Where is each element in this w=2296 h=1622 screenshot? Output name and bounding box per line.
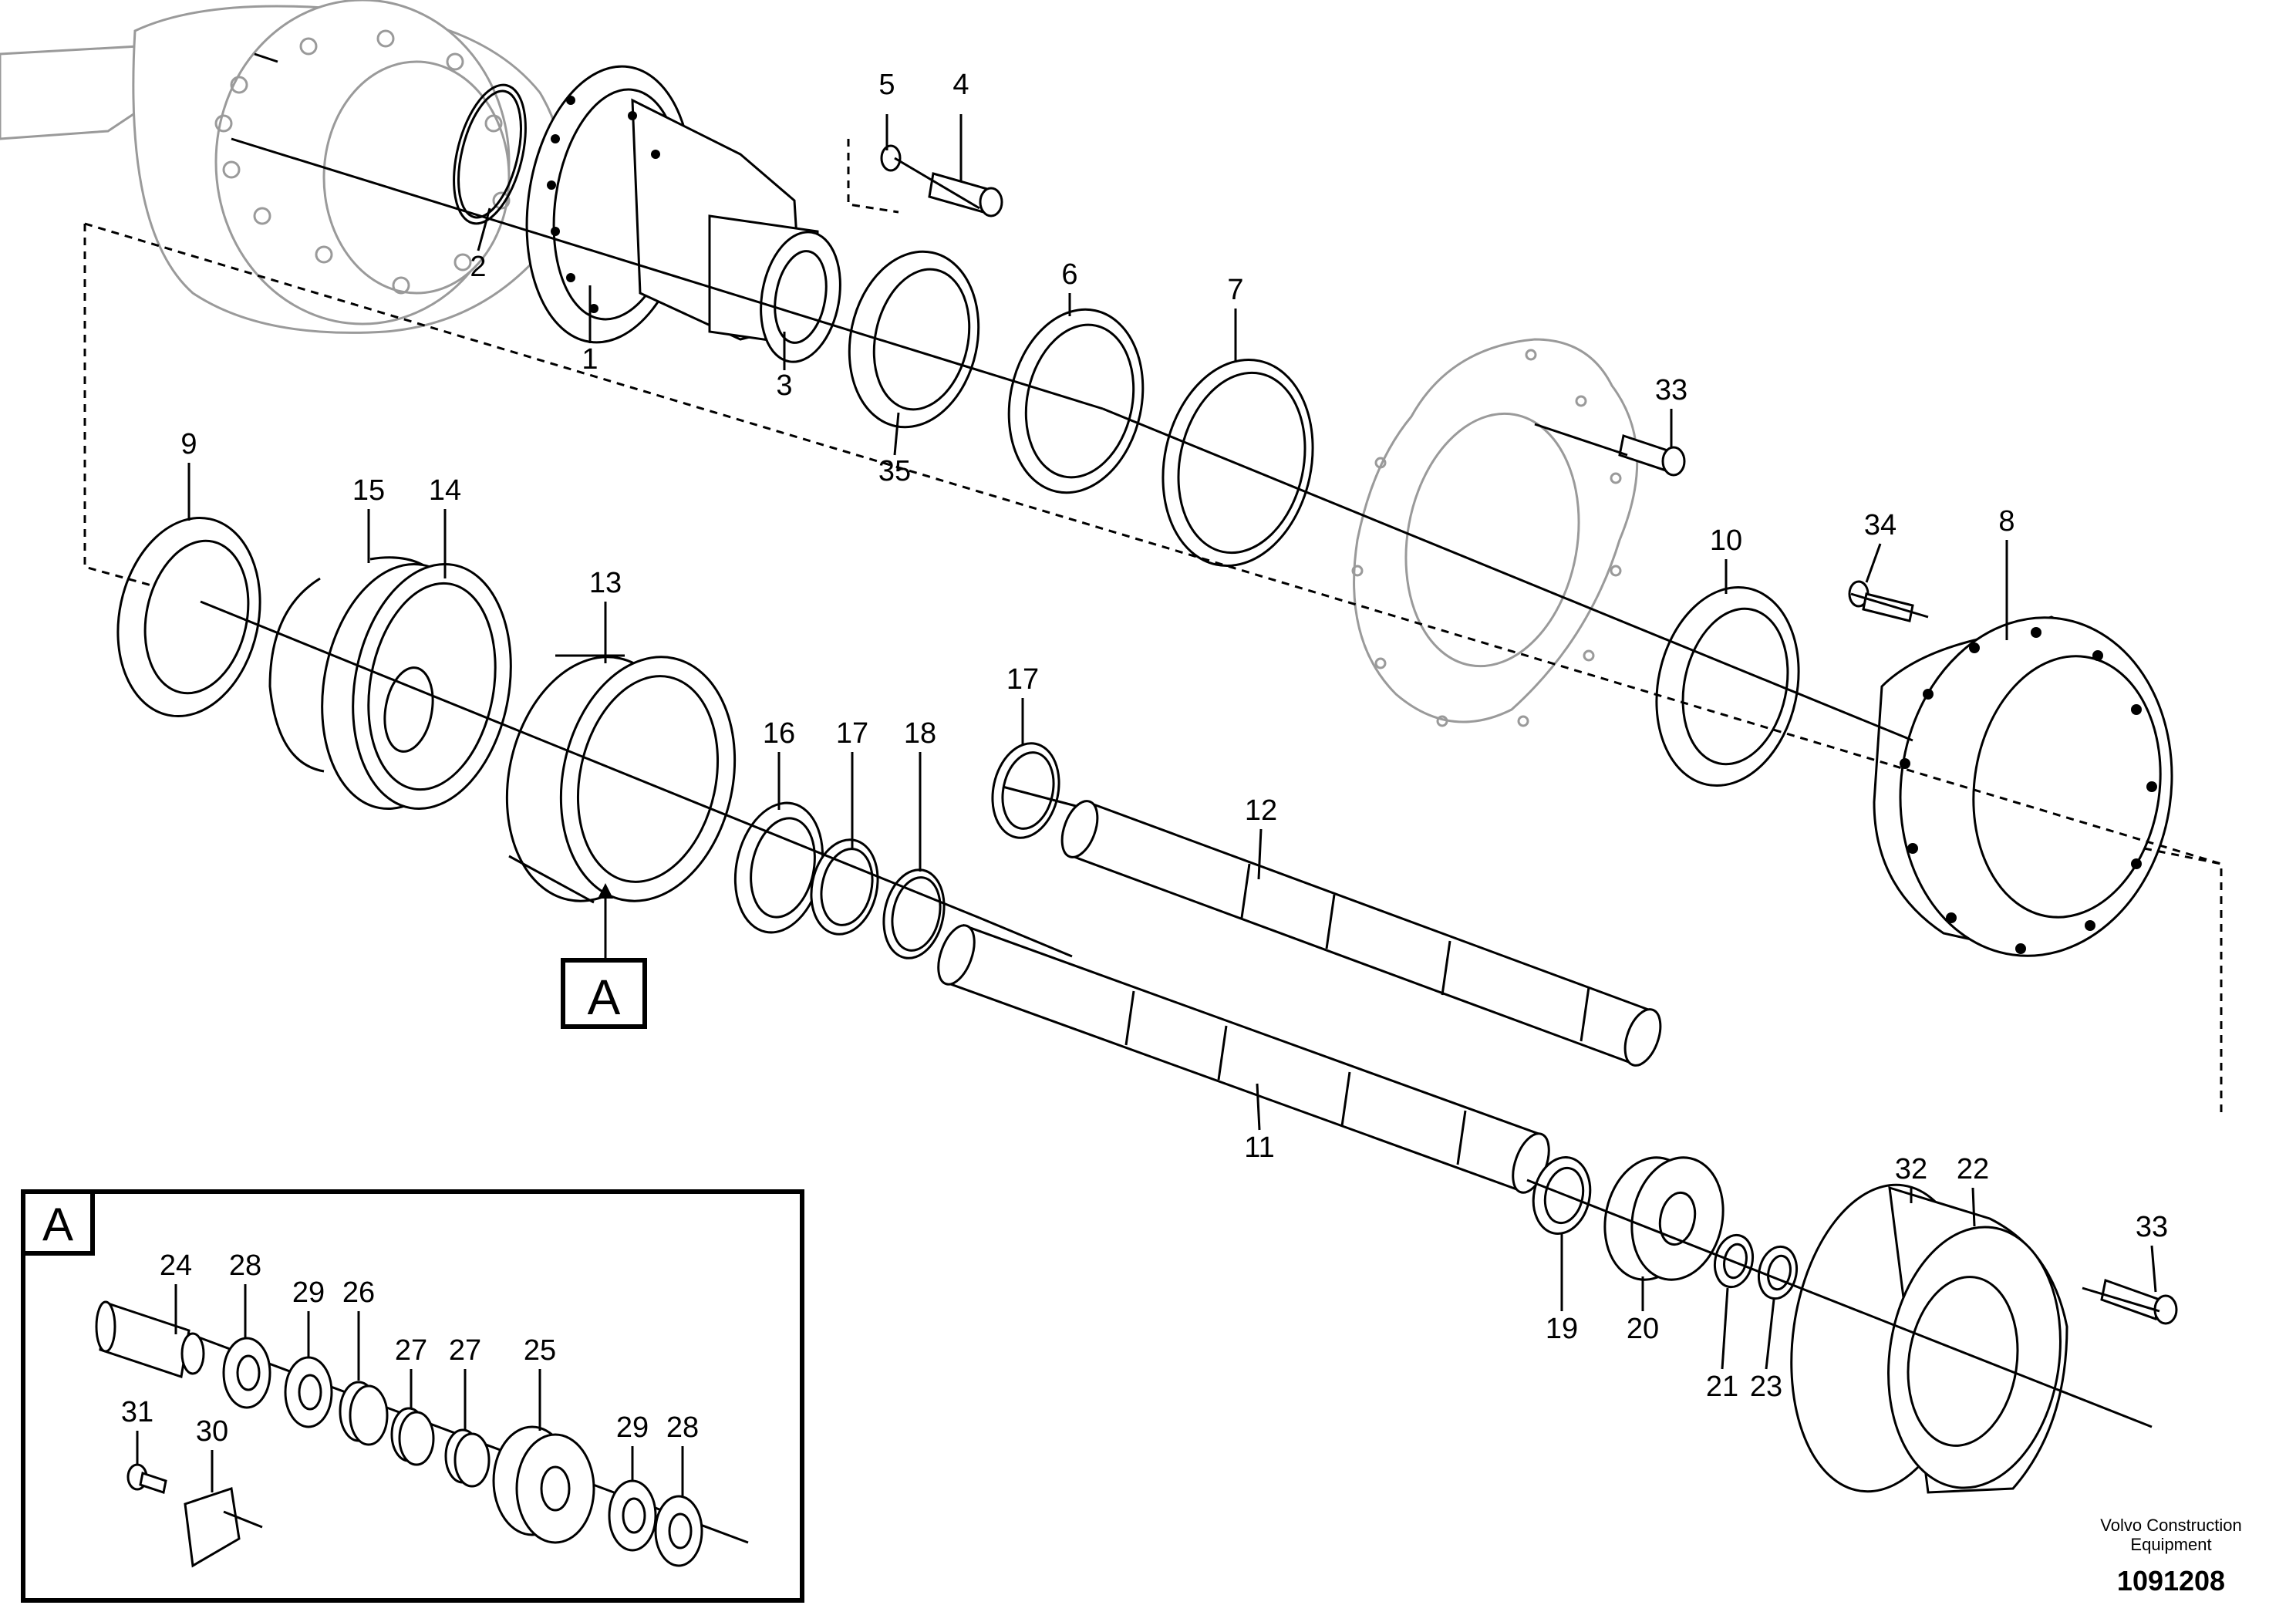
callout-17a: 17 — [1006, 663, 1039, 696]
part-14-gear — [321, 562, 512, 811]
callout-33b: 33 — [2136, 1211, 2168, 1243]
part-30-lock-plate — [184, 1487, 263, 1568]
part-34-bolt — [1848, 580, 1914, 622]
callout-29b: 29 — [616, 1411, 649, 1444]
callout-14: 14 — [429, 474, 461, 507]
callout-8: 8 — [1998, 505, 2014, 538]
detail-box-label: A — [42, 1199, 73, 1250]
callout-31: 31 — [121, 1396, 153, 1428]
callout-4: 4 — [952, 69, 969, 101]
brand-line-2: Equipment — [2130, 1535, 2211, 1554]
callout-9: 9 — [180, 428, 197, 460]
callout-1: 1 — [582, 343, 598, 376]
part-31-screw — [126, 1463, 167, 1494]
part-33-screw-top — [1618, 434, 1686, 477]
callout-23: 23 — [1750, 1371, 1782, 1403]
callout-24: 24 — [160, 1249, 192, 1282]
callout-34: 34 — [1864, 509, 1896, 541]
callout-17b: 17 — [836, 717, 868, 750]
callout-30: 30 — [196, 1415, 228, 1448]
callout-13: 13 — [589, 567, 622, 599]
detail-marker-label: A — [588, 969, 621, 1025]
part-20-gear — [1603, 1156, 1725, 1281]
callout-leaders — [187, 114, 2157, 1370]
callout-27a: 27 — [395, 1334, 427, 1367]
callout-16: 16 — [763, 717, 795, 750]
callout-2: 2 — [470, 251, 486, 283]
callout-6: 6 — [1061, 258, 1077, 291]
dashed-reference-lines — [83, 139, 2223, 1118]
callout-26: 26 — [342, 1276, 375, 1309]
callout-29a: 29 — [292, 1276, 325, 1309]
detail-box-a: A — [21, 1189, 804, 1603]
callout-labels: 1 2 3 4 5 6 7 8 9 10 11 12 13 14 15 16 1… — [121, 69, 2168, 1448]
callout-5: 5 — [878, 69, 895, 101]
drawing-number: 1091208 — [2117, 1565, 2225, 1597]
part-13-ring-gear — [505, 654, 737, 904]
axle-housing — [0, 0, 565, 334]
detail-marker-a: A — [561, 883, 647, 1029]
callout-28b: 28 — [666, 1411, 699, 1444]
callout-21: 21 — [1706, 1371, 1738, 1403]
callout-10: 10 — [1710, 524, 1742, 557]
callout-35: 35 — [878, 455, 911, 487]
brake-plate — [1351, 338, 1639, 727]
part-8-wheel-hub — [1873, 615, 2173, 957]
part-35-bearing — [848, 250, 980, 429]
callout-33a: 33 — [1655, 374, 1687, 406]
part-10-bearing — [1655, 585, 1800, 787]
callout-22: 22 — [1957, 1153, 1989, 1185]
part-4-5-screw-washer — [880, 144, 1003, 218]
callout-18: 18 — [904, 717, 936, 750]
part-9-bearing — [116, 516, 261, 718]
assembly-axis-lines — [200, 137, 2160, 1428]
part-21-23-washers — [1713, 1233, 1799, 1300]
part-18-circlip — [882, 868, 946, 959]
callout-12: 12 — [1245, 794, 1277, 827]
part-33-screw-bottom — [2100, 1279, 2178, 1325]
footer-brand: Volvo Construction Equipment 1091208 — [2100, 1516, 2241, 1597]
callout-25: 25 — [524, 1334, 556, 1367]
part-12-drive-shaft — [1060, 800, 1662, 1067]
callout-19: 19 — [1546, 1313, 1578, 1345]
part-2-o-ring — [453, 83, 527, 225]
callout-15: 15 — [352, 474, 385, 507]
callout-7: 7 — [1227, 274, 1243, 306]
callout-3: 3 — [776, 369, 792, 402]
callout-28a: 28 — [229, 1249, 261, 1282]
brand-line-1: Volvo Construction — [2100, 1516, 2241, 1535]
part-19-washer — [1532, 1156, 1592, 1235]
callout-32: 32 — [1895, 1153, 1927, 1185]
part-17-lock-washer — [810, 742, 1060, 936]
callout-20: 20 — [1627, 1313, 1659, 1345]
part-11-drive-shaft — [937, 924, 1550, 1194]
part-7-seal-ring — [1161, 358, 1314, 568]
callout-27b: 27 — [449, 1334, 481, 1367]
callout-11: 11 — [1244, 1131, 1274, 1164]
